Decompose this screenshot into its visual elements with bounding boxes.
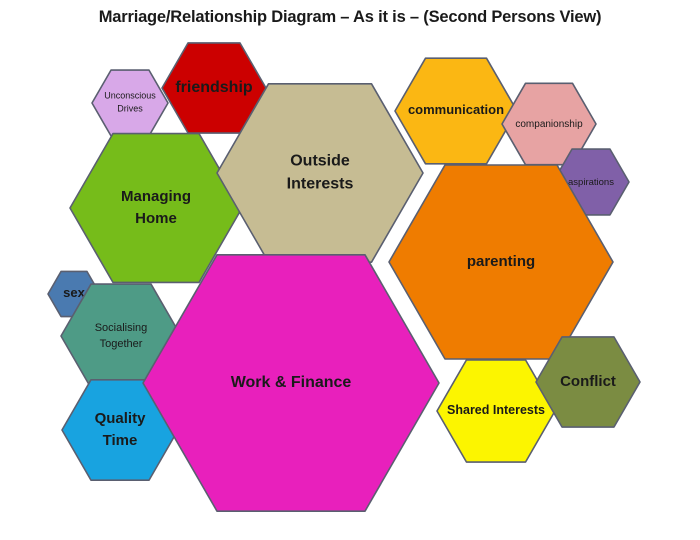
hex-label-sex: sex xyxy=(63,285,85,300)
hex-label-aspirations: aspirations xyxy=(568,177,614,188)
hex-label-shared-interests: Shared Interests xyxy=(447,403,545,417)
hex-shape-communication[interactable] xyxy=(394,57,518,165)
hex-label-line: Home xyxy=(135,210,177,227)
hex-label-line: Quality xyxy=(95,410,147,427)
hex-label-line: sex xyxy=(63,285,85,300)
hex-label-line: Outside xyxy=(290,153,350,170)
hex-cell-conflict[interactable]: Conflict xyxy=(535,336,641,428)
hex-shape-conflict[interactable] xyxy=(535,336,641,428)
hex-cell-parenting[interactable]: parenting xyxy=(388,164,614,360)
hex-label-friendship: friendship xyxy=(175,79,253,96)
hex-label-line: Together xyxy=(100,338,143,350)
hex-label-line: Conflict xyxy=(560,373,616,390)
hex-label-line: Shared Interests xyxy=(447,403,545,417)
hex-label-line: communication xyxy=(408,102,504,117)
hex-label-line: friendship xyxy=(175,79,253,96)
hex-label-line: Socialising xyxy=(95,322,148,334)
hex-shape-managing-home[interactable] xyxy=(69,132,243,284)
hex-cell-communication[interactable]: communication xyxy=(394,57,518,165)
hex-label-line: Interests xyxy=(287,176,354,193)
hex-label-line: Unconscious xyxy=(104,91,156,101)
hex-label-conflict: Conflict xyxy=(560,373,616,390)
hex-shape-shared-interests[interactable] xyxy=(436,359,556,463)
hex-label-work-and-finance: Work & Finance xyxy=(231,374,352,391)
hex-label-line: companionship xyxy=(515,119,583,130)
hex-label-line: Time xyxy=(103,432,138,449)
hex-cell-work-and-finance[interactable]: Work & Finance xyxy=(142,254,440,512)
hex-label-companionship: companionship xyxy=(515,119,583,130)
hex-shape-outside-interests[interactable] xyxy=(216,83,424,264)
hex-label-line: aspirations xyxy=(568,177,614,188)
hex-label-line: Work & Finance xyxy=(231,374,352,391)
hex-label-parenting: parenting xyxy=(467,253,535,270)
hex-cell-shared-interests[interactable]: Shared Interests xyxy=(436,359,556,463)
page-title: Marriage/Relationship Diagram – As it is… xyxy=(98,8,602,26)
hex-cell-friendship[interactable]: friendship xyxy=(161,42,267,134)
hex-label-line: Managing xyxy=(121,188,191,205)
hex-shape-work-and-finance[interactable] xyxy=(142,254,440,512)
hex-label-line: parenting xyxy=(467,253,535,270)
hex-label-line: Drives xyxy=(117,104,143,114)
hex-label-communication: communication xyxy=(408,102,504,117)
